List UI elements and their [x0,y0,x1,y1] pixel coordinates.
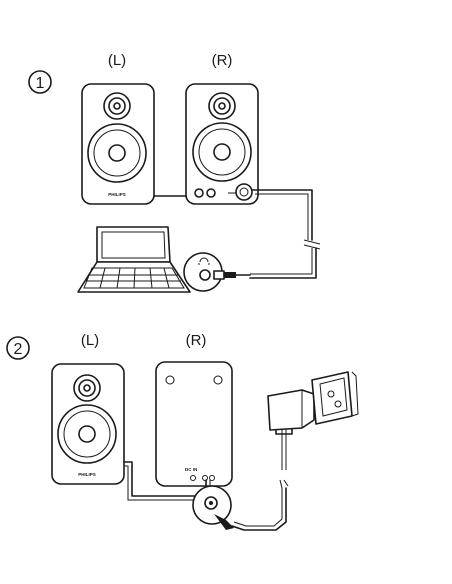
step-2-left-label: (L) [81,332,99,349]
step-1-badge [28,70,52,94]
step-1-right-speaker [185,83,259,205]
step-2-left-speaker: PHILIPS [51,363,125,485]
step-2-wall-outlet [311,371,359,425]
step-1-left-brand: PHILIPS [108,192,126,197]
step-2-dc-plug [214,514,234,530]
step-1-audio-cable [249,189,317,279]
step-2-badge [6,336,30,360]
step-1-aux-jack [206,188,216,198]
step-1-left-label: (L) [108,52,126,69]
step-1-right-label: (R) [212,52,233,69]
headphone-icon [198,257,210,265]
step-2-number: 2 [14,341,23,358]
step-2-power-cable [231,487,287,531]
step-1-jack-callout [183,252,251,292]
step-1-plug [224,272,236,278]
step-2-power-adapter [267,389,315,489]
step-2-right-speaker-rear: DC IN [155,361,233,487]
step-2-left-brand: PHILIPS [78,472,96,477]
step-1-number: 1 [36,75,45,92]
step-2-dc-label: DC IN [185,467,197,472]
step-2: 2 (L) (R) PHILIPS DC IN [6,332,359,531]
step-1-laptop [77,226,191,293]
step-2-dc-callout [192,485,287,531]
step-2-right-label: (R) [186,332,207,349]
step-1-volume-knob [235,183,253,201]
step-1-left-speaker: PHILIPS [81,83,155,205]
step-1-headphone-jack [194,188,204,198]
step-1: 1 (L) (R) PHILIPS [28,52,321,293]
